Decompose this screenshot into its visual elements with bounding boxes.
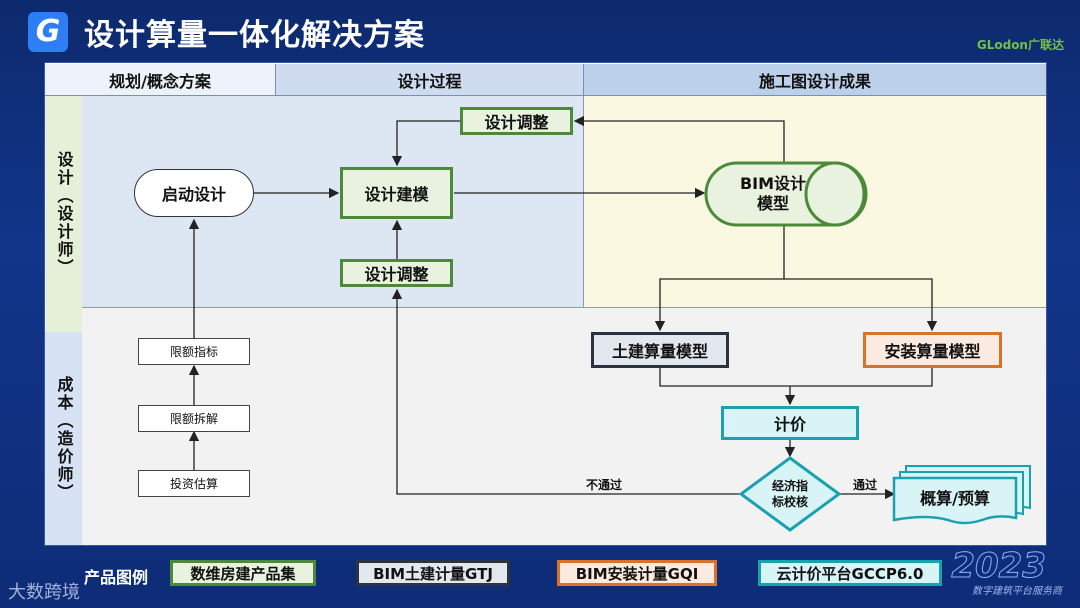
glodon-logo-icon: G bbox=[28, 12, 68, 52]
column-header-process: 设计过程 bbox=[276, 64, 584, 96]
year-badge: 2023 bbox=[951, 546, 1047, 587]
node-bim-model-cylinder bbox=[704, 161, 868, 227]
brand-cn: 广联达 bbox=[1027, 38, 1064, 52]
node-economic-check-label: 经济指标校核 bbox=[771, 479, 808, 509]
node-budget-label: 概算/预算 bbox=[920, 489, 990, 508]
node-bim-model-label: BIM设计模型 bbox=[739, 174, 807, 213]
year-badge-subtitle: 数字建筑平台服务商 bbox=[972, 586, 1062, 597]
legend-item-shuwei: 数维房建产品集 bbox=[170, 560, 316, 586]
node-economic-check-diamond bbox=[739, 456, 841, 532]
lane-label-designer: 设计（设计师） bbox=[45, 96, 82, 332]
node-design-adjust-mid: 设计调整 bbox=[340, 259, 453, 287]
lane-label-cost: 成本（造价师） bbox=[45, 332, 82, 545]
node-design-modeling: 设计建模 bbox=[340, 167, 453, 219]
node-investment-estimate: 投资估算 bbox=[138, 470, 250, 497]
node-pricing: 计价 bbox=[721, 406, 859, 440]
legend-item-gtj: BIM土建计量GTJ bbox=[356, 560, 510, 586]
node-start-design: 启动设计 bbox=[134, 169, 254, 217]
page-title: 设计算量一体化解决方案 bbox=[84, 18, 425, 53]
legend-item-gqi: BIM安装计量GQI bbox=[557, 560, 717, 586]
node-budget-documents bbox=[892, 465, 1031, 525]
edge-label-fail: 不通过 bbox=[586, 478, 623, 492]
watermark: 大数跨境 bbox=[8, 582, 80, 603]
node-limit-split: 限额拆解 bbox=[138, 405, 250, 432]
brand-name: GLodon bbox=[976, 38, 1028, 52]
node-limit-index: 限额指标 bbox=[138, 338, 250, 365]
brand-logo: GLodon广联达 bbox=[977, 36, 1064, 53]
node-design-adjust-top: 设计调整 bbox=[460, 107, 573, 135]
edge-label-pass: 通过 bbox=[853, 478, 878, 492]
column-header-results: 施工图设计成果 bbox=[584, 64, 1046, 96]
legend-label: 产品图例 bbox=[84, 568, 149, 587]
node-install-quantity-model: 安装算量模型 bbox=[863, 332, 1002, 368]
legend-item-gccp: 云计价平台GCCP6.0 bbox=[758, 560, 942, 586]
node-civil-quantity-model: 土建算量模型 bbox=[591, 332, 729, 368]
column-header-concept: 规划/概念方案 bbox=[45, 64, 276, 96]
